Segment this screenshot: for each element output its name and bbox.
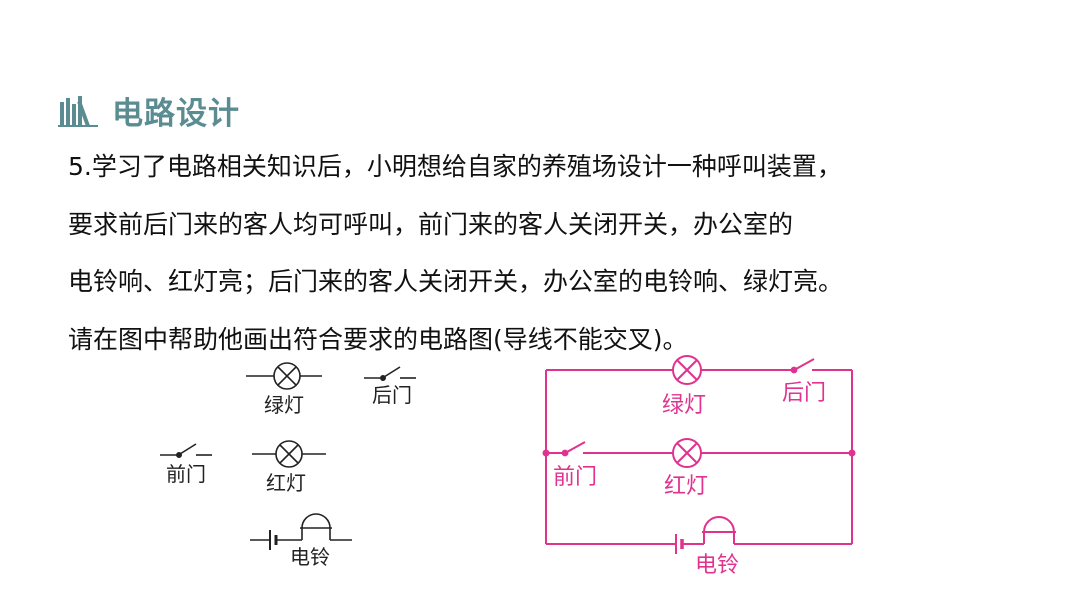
front-door-label: 前门	[166, 462, 206, 486]
green-lamp-symbol	[246, 362, 322, 390]
question-line: 要求前后门来的客人均可呼叫，前门来的客人关闭开关，办公室的	[68, 209, 794, 239]
junction-dot	[848, 449, 856, 457]
answer-back-door-label: 后门	[782, 381, 826, 406]
books-icon	[58, 95, 98, 127]
answer-circuit	[545, 355, 853, 554]
red-lamp-symbol	[252, 440, 326, 468]
back-door-label: 后门	[372, 383, 412, 407]
question-line: 电铃响、红灯亮；后门来的客人关闭开关，办公室的电铃响、绿灯亮。	[68, 267, 844, 296]
answer-green-lamp-label: 绿灯	[662, 393, 706, 418]
question-line: 请在图中帮助他画出符合要求的电路图(导线不能交叉)。	[68, 324, 688, 354]
red-lamp-label: 红灯	[266, 471, 306, 495]
junction-dot	[542, 449, 550, 457]
component-symbols	[160, 362, 416, 550]
bell-label: 电铃	[290, 545, 330, 569]
section-title: 电路设计	[112, 96, 240, 132]
question-text: 5.学习了电路相关知识后，小明想给自家的养殖场设计一种呼叫装置， 要求前后门来的…	[68, 138, 1043, 368]
answer-front-door-label: 前门	[553, 465, 597, 490]
back-door-switch-symbol	[364, 366, 416, 381]
answer-red-lamp-label: 红灯	[664, 474, 708, 499]
front-door-switch-symbol	[160, 443, 212, 458]
section-header: 电路设计	[58, 88, 240, 133]
question-line: 5.学习了电路相关知识后，小明想给自家的养殖场设计一种呼叫装置，	[68, 152, 842, 181]
green-lamp-label: 绿灯	[264, 393, 304, 417]
answer-bell-label: 电铃	[695, 553, 739, 578]
battery-bell-symbol	[250, 513, 352, 550]
